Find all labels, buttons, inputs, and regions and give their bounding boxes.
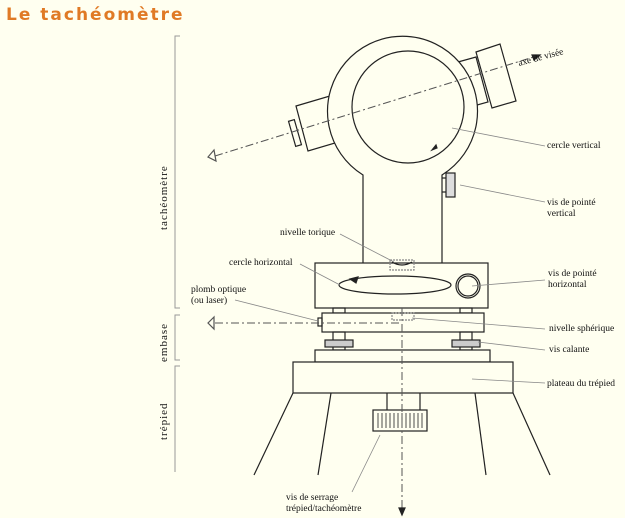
label-plomb-optique: plomb optique	[191, 285, 246, 295]
optical-plumb	[317, 317, 323, 327]
leveling-screw-right	[451, 339, 481, 348]
label-plomb-optique-2: (ou laser)	[191, 295, 227, 306]
label-vis-serrage-2: trépied/tachéomètre	[286, 504, 361, 514]
clamp-screw	[372, 409, 428, 432]
label-vis-pointe-vertical-2: vertical	[547, 209, 576, 219]
label-cercle-vertical: cercle vertical	[547, 141, 601, 151]
alidade	[326, 35, 479, 265]
label-vis-pointe-vertical: vis de pointé	[547, 198, 596, 208]
vertical-circle	[351, 50, 465, 164]
section-brackets	[174, 35, 180, 472]
tripod-legs	[253, 392, 551, 476]
spherical-level	[391, 312, 415, 321]
section-embase: embase	[158, 323, 170, 362]
horizontal-tangent-screw	[455, 273, 481, 299]
horizontal-circle	[338, 275, 452, 295]
label-cercle-horizontal: cercle horizontal	[229, 258, 293, 268]
leveling-screw-left	[324, 339, 354, 348]
vertical-tangent-screw	[445, 172, 456, 198]
section-trepied: trépied	[158, 402, 170, 440]
label-nivelle-spherique: nivelle sphérique	[549, 324, 614, 334]
label-plateau: plateau du trépied	[547, 379, 615, 389]
label-vis-pointe-horizontal-2: horizontal	[548, 280, 587, 290]
label-vis-pointe-horizontal: vis de pointé	[548, 269, 597, 279]
label-nivelle-torique: nivelle torique	[280, 228, 335, 238]
section-tacheometre: tachéomètre	[158, 165, 170, 230]
label-axe-visee: axe de visée	[517, 47, 564, 69]
page-title: Le tachéomètre	[6, 5, 185, 25]
label-vis-serrage: vis de serrage	[286, 493, 338, 503]
label-vis-calante: vis calante	[549, 345, 589, 355]
sight-axis	[214, 54, 541, 508]
toric-level	[389, 259, 415, 271]
tripod-head	[292, 361, 514, 394]
